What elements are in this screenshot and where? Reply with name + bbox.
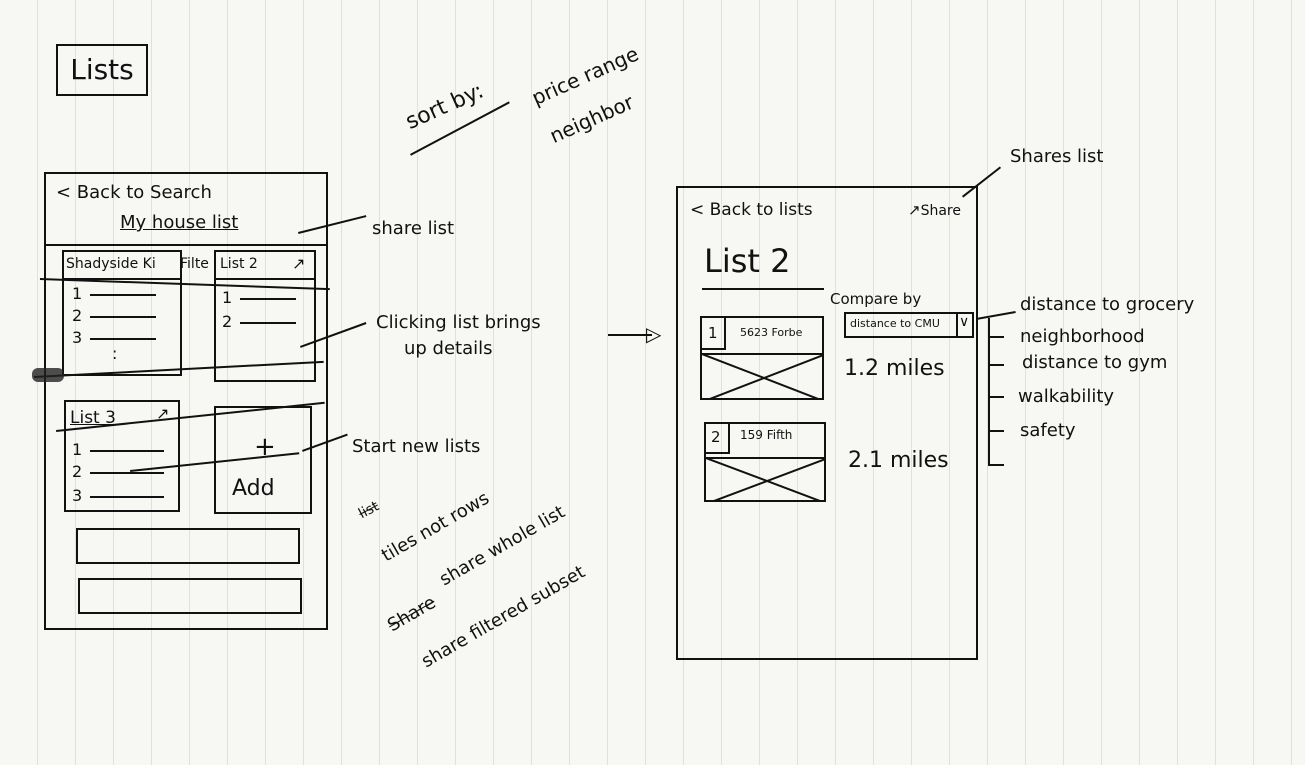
list-row[interactable]	[76, 528, 300, 564]
tile-item-line	[90, 472, 164, 474]
list-heading: My house list	[120, 212, 239, 233]
tile-item-number: 3	[72, 486, 83, 505]
compare-by-label: Compare by	[830, 290, 922, 308]
image-placeholder-icon	[702, 353, 822, 398]
list-row[interactable]	[78, 578, 302, 614]
tile-item-line	[240, 298, 296, 300]
add-list-tile[interactable]	[214, 406, 312, 514]
tile-title: Shadyside Ki	[66, 256, 156, 272]
tile-item-line	[240, 322, 296, 324]
listing-distance: 2.1 miles	[848, 448, 949, 473]
annotation-arrow	[962, 166, 1002, 198]
share-label: Share	[920, 203, 961, 219]
dropdown-divider	[956, 312, 958, 338]
image-placeholder-icon	[706, 457, 824, 500]
tile-item-number: 2	[222, 312, 233, 331]
scribble-mark	[32, 368, 64, 382]
tile-item-line	[90, 450, 164, 452]
listing-index-badge	[704, 422, 730, 454]
compare-option: walkability	[1018, 386, 1115, 407]
tile-item-number: 1	[222, 288, 233, 307]
compare-option: distance to grocery	[1020, 294, 1195, 315]
add-list-label: Add	[232, 476, 275, 501]
listing-card[interactable]	[700, 316, 824, 400]
annotation-up-details: up details	[404, 338, 493, 359]
tile-item-line	[90, 338, 156, 340]
tile-title: List 2	[220, 256, 258, 272]
options-bracket	[988, 318, 990, 466]
share-icon[interactable]: ↗	[156, 404, 170, 423]
compare-option: distance to gym	[1022, 352, 1168, 373]
listing-index: 2	[711, 428, 721, 446]
listing-card[interactable]	[704, 422, 826, 502]
annotation-arrow	[976, 311, 1016, 320]
tile-header-divider	[216, 278, 314, 280]
listing-index-badge	[700, 316, 726, 350]
option-tick	[990, 430, 1004, 432]
share-icon[interactable]: ↗	[292, 254, 306, 273]
tile-item-number: 3	[72, 328, 83, 347]
back-to-lists-link[interactable]: < Back to lists	[690, 200, 813, 220]
list-detail-heading: List 2	[704, 242, 791, 280]
annotation-share-list: share list	[372, 218, 455, 239]
compare-by-dropdown[interactable]	[844, 312, 974, 338]
option-tick	[990, 364, 1004, 366]
tile-item-line	[90, 294, 156, 296]
tile-header-divider	[64, 278, 180, 280]
filter-label[interactable]: Filte	[180, 256, 209, 272]
list-tile-list-3[interactable]	[64, 400, 180, 512]
annotation-clicking-list: Clicking list brings	[376, 312, 541, 333]
tile-item-line	[90, 316, 156, 318]
compare-option: neighborhood	[1020, 326, 1145, 347]
annotation-tiles-strike: list	[356, 498, 382, 523]
compare-by-value: distance to CMU	[850, 317, 940, 330]
tile-more-indicator: :	[112, 344, 118, 363]
listing-index: 1	[708, 324, 718, 342]
listing-address: 159 Fifth	[740, 428, 793, 442]
arrow-right-icon: ▷	[646, 322, 662, 346]
heading-underline	[702, 288, 824, 290]
page-title: Lists	[56, 44, 148, 96]
sort-by-label: sort by:	[402, 78, 488, 135]
phone-frame-lists	[44, 172, 328, 630]
annotation-shares-list: Shares list	[1010, 146, 1104, 167]
back-to-search-link[interactable]: < Back to Search	[56, 182, 212, 203]
share-icon: ↗	[908, 201, 921, 219]
option-tick	[990, 464, 1004, 466]
listing-distance: 1.2 miles	[844, 356, 945, 381]
share-action[interactable]: ↗Share	[908, 200, 961, 219]
tile-item-number: 2	[72, 462, 83, 481]
tile-item-number: 2	[72, 306, 83, 325]
list-tile-shadyside[interactable]	[62, 250, 182, 376]
option-tick	[990, 396, 1004, 398]
annotation-start-new: Start new lists	[352, 436, 481, 457]
tile-item-number: 1	[72, 440, 83, 459]
tile-item-number: 1	[72, 284, 83, 303]
annotation-arrow-right	[608, 334, 652, 336]
tile-title: List 3	[70, 408, 116, 428]
plus-icon: +	[254, 432, 276, 462]
tile-item-line	[90, 496, 164, 498]
phone-frame-list-detail	[676, 186, 978, 660]
listing-address: 5623 Forbe	[740, 326, 803, 339]
list-tile-list-2[interactable]	[214, 250, 316, 382]
annotation-share-strike: Share	[384, 592, 440, 637]
chevron-down-icon: ∨	[959, 314, 970, 330]
option-tick	[990, 336, 1004, 338]
compare-option: safety	[1020, 420, 1076, 441]
divider	[46, 244, 326, 246]
